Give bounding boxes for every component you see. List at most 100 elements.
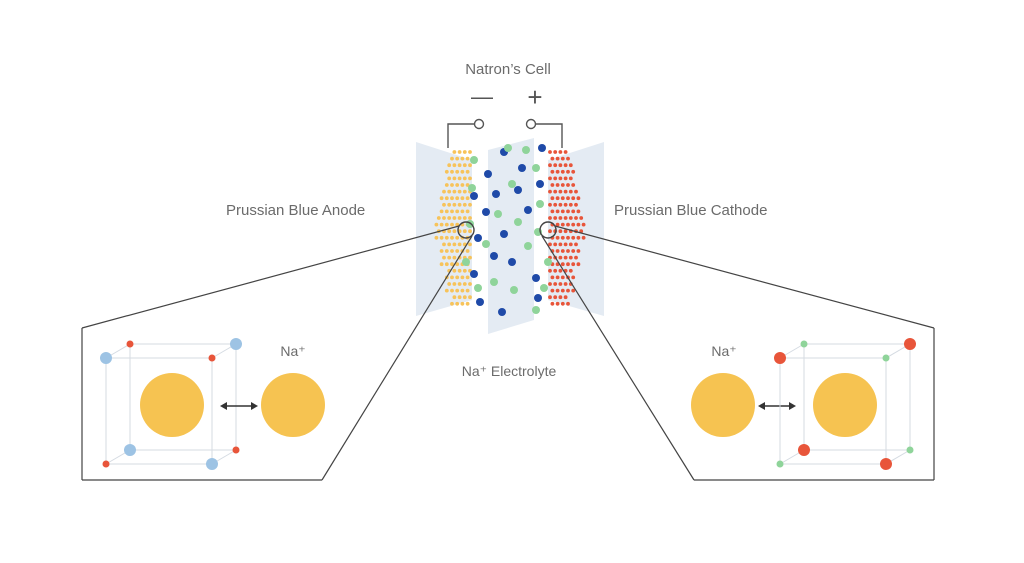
anode-particle <box>455 235 460 240</box>
cathode-particle <box>560 196 565 201</box>
electrolyte-ion-blue <box>470 192 478 200</box>
cathode-particle <box>581 235 586 240</box>
anode-particle <box>439 249 444 253</box>
cathode-particles <box>548 150 586 306</box>
sodium-ion-label-right: Na⁺ <box>711 343 736 359</box>
anode-particle <box>444 262 449 267</box>
cathode-particle <box>555 196 560 201</box>
cathode-particle <box>550 275 555 280</box>
cathode-particle <box>576 262 581 267</box>
anode-particle <box>447 216 452 220</box>
cathode-particle <box>568 202 573 207</box>
cathode-particle <box>555 209 560 214</box>
anode-particle <box>444 222 449 227</box>
anode-particle <box>465 169 470 174</box>
electrolyte-ion-blue <box>524 206 532 214</box>
cathode-particle <box>548 189 552 194</box>
cathode-particle <box>576 235 581 240</box>
cathode-particle <box>568 255 573 260</box>
electrolyte-ion-blue <box>474 234 482 242</box>
cathode-particle <box>560 275 565 280</box>
anode-particle <box>457 176 462 181</box>
electrolyte-ion-green <box>504 144 512 152</box>
cathode-particle <box>571 249 576 253</box>
lattice-node-blue <box>100 352 112 364</box>
electrolyte-ion-blue <box>532 274 540 282</box>
electrolyte-ion-green <box>490 278 498 286</box>
anode-particle <box>452 242 457 247</box>
cathode-particle <box>550 183 555 187</box>
anode-particle <box>457 202 462 207</box>
cathode-particle <box>558 229 563 234</box>
lattice-node-green <box>800 340 808 348</box>
anode-particle <box>462 229 467 234</box>
cathode-particle <box>558 216 563 220</box>
anode-particle <box>447 176 452 181</box>
electrolyte-ion-green <box>522 146 530 154</box>
cathode-lattice-zoom: Na⁺ <box>691 338 916 470</box>
cathode-particle <box>571 183 576 187</box>
anode-particle <box>455 249 460 253</box>
cathode-particle <box>568 163 573 168</box>
anode-particle <box>457 163 462 168</box>
anode-particle <box>468 295 472 300</box>
cathode-particle <box>548 242 552 247</box>
electrolyte-ion-blue <box>476 298 484 306</box>
cathode-particle <box>571 196 576 201</box>
cathode-particle <box>560 156 565 161</box>
cathode-label: Prussian Blue Cathode <box>614 202 767 219</box>
lattice-node-blue <box>230 338 242 350</box>
anode-particle <box>465 301 470 306</box>
cathode-particle <box>560 288 565 293</box>
cathode-particle <box>563 229 568 234</box>
anode-particle <box>455 183 460 187</box>
anode-particle <box>462 176 467 181</box>
electrolyte-ion-green <box>482 240 490 248</box>
cathode-particle <box>574 202 578 207</box>
cathode-particle <box>555 183 560 187</box>
anode-particle <box>457 282 462 286</box>
cathode-particle <box>576 209 581 214</box>
anode-particle <box>457 150 462 154</box>
lattice-node-orange <box>102 460 110 468</box>
anode-particle <box>444 249 449 253</box>
cathode-particle <box>555 275 560 280</box>
electrolyte-ion-blue <box>508 258 516 266</box>
cathode-particle <box>568 189 573 194</box>
lattice-node-orange <box>774 352 786 364</box>
anode-particle <box>462 150 467 154</box>
anode-particle <box>452 163 457 168</box>
anode-particle <box>460 209 465 214</box>
cathode-particle <box>550 169 555 174</box>
anode-particle <box>444 235 449 240</box>
cathode-particle <box>566 222 570 227</box>
lattice-node-blue <box>124 444 136 456</box>
anode-particle <box>439 196 444 201</box>
anode-particle <box>434 235 439 240</box>
cathode-particle <box>563 176 568 181</box>
cathode-particle <box>558 163 563 168</box>
anode-particle <box>439 235 444 240</box>
anode-particle <box>434 222 439 227</box>
lattice-node-orange <box>904 338 916 350</box>
cathode-particle <box>560 301 565 306</box>
electrolyte-ion-green <box>510 286 518 294</box>
anode-particle <box>444 169 449 174</box>
cathode-particle <box>566 262 570 267</box>
cathode-particle <box>550 209 555 214</box>
cathode-particle <box>571 169 576 174</box>
anode-particle <box>455 156 460 161</box>
anode-particle <box>462 295 467 300</box>
anode-particle <box>465 249 470 253</box>
cathode-particle <box>566 169 570 174</box>
anode-particle <box>447 229 452 234</box>
anode-particle <box>450 301 454 306</box>
cathode-particle <box>553 216 558 220</box>
cathode-zoom-circle <box>539 221 557 239</box>
lattice-node-green <box>906 446 914 454</box>
cathode-particle <box>558 202 563 207</box>
cathode-particle <box>571 209 576 214</box>
cathode-particle <box>553 150 558 154</box>
electrolyte-ion-green <box>474 284 482 292</box>
